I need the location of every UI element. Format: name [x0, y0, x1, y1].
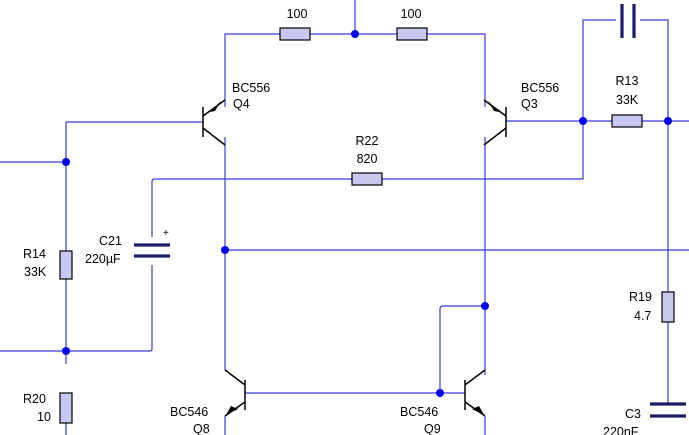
label-r20-value: 10 — [37, 410, 51, 424]
top-rail-wire — [224, 33, 486, 107]
junction-nodes — [62, 30, 672, 397]
label-q8-ref: Q8 — [193, 422, 210, 435]
label-r14-value: 33K — [24, 265, 47, 279]
label-r13-value: 33K — [616, 93, 639, 107]
label-q4-ref: Q4 — [233, 97, 250, 111]
transistor-q3 — [483, 99, 507, 146]
resistor-r14 — [59, 250, 73, 280]
resistor-100-right — [396, 27, 428, 41]
label-c3-ref: C3 — [625, 407, 641, 421]
transistor-q9 — [464, 369, 486, 417]
transistor-q4 — [202, 99, 226, 146]
label-r19-value: 4.7 — [634, 309, 651, 323]
q9-bias-wire — [439, 305, 485, 393]
resistor-r22 — [351, 172, 383, 186]
resistor-100-left — [279, 27, 311, 41]
label-c21-ref: C21 — [99, 234, 122, 248]
label-r14-ref: R14 — [23, 247, 46, 261]
label-q4-type: BC556 — [232, 81, 270, 95]
label-r19-ref: R19 — [629, 290, 652, 304]
label-q3-ref: Q3 — [521, 97, 538, 111]
label-r13-ref: R13 — [616, 74, 639, 88]
label-r22-value: 820 — [357, 152, 378, 166]
resistor-r19 — [661, 291, 675, 323]
label-q3-type: BC556 — [521, 81, 559, 95]
label-q9-type: BC546 — [400, 405, 438, 419]
capacitor-feedback — [620, 4, 636, 38]
label-q9-ref: Q9 — [424, 422, 441, 435]
label-c21-polarity: + — [163, 228, 169, 239]
transistor-q8 — [224, 369, 246, 417]
label-c21-value: 220µF — [85, 252, 121, 266]
label-r20-ref: R20 — [23, 392, 46, 406]
resistor-r20 — [59, 392, 73, 424]
capacitor-c21 — [134, 243, 170, 258]
resistor-r13 — [611, 114, 643, 128]
label-q8-type: BC546 — [170, 405, 208, 419]
label-c3-value: 220nF — [603, 425, 639, 435]
label-r-top-left-value: 100 — [287, 7, 308, 21]
emitter-wires — [224, 416, 486, 435]
label-r-top-right-value: 100 — [401, 7, 422, 21]
left-input-wires — [0, 121, 584, 364]
label-r22-ref: R22 — [356, 134, 379, 148]
capacitor-c3 — [650, 402, 686, 418]
